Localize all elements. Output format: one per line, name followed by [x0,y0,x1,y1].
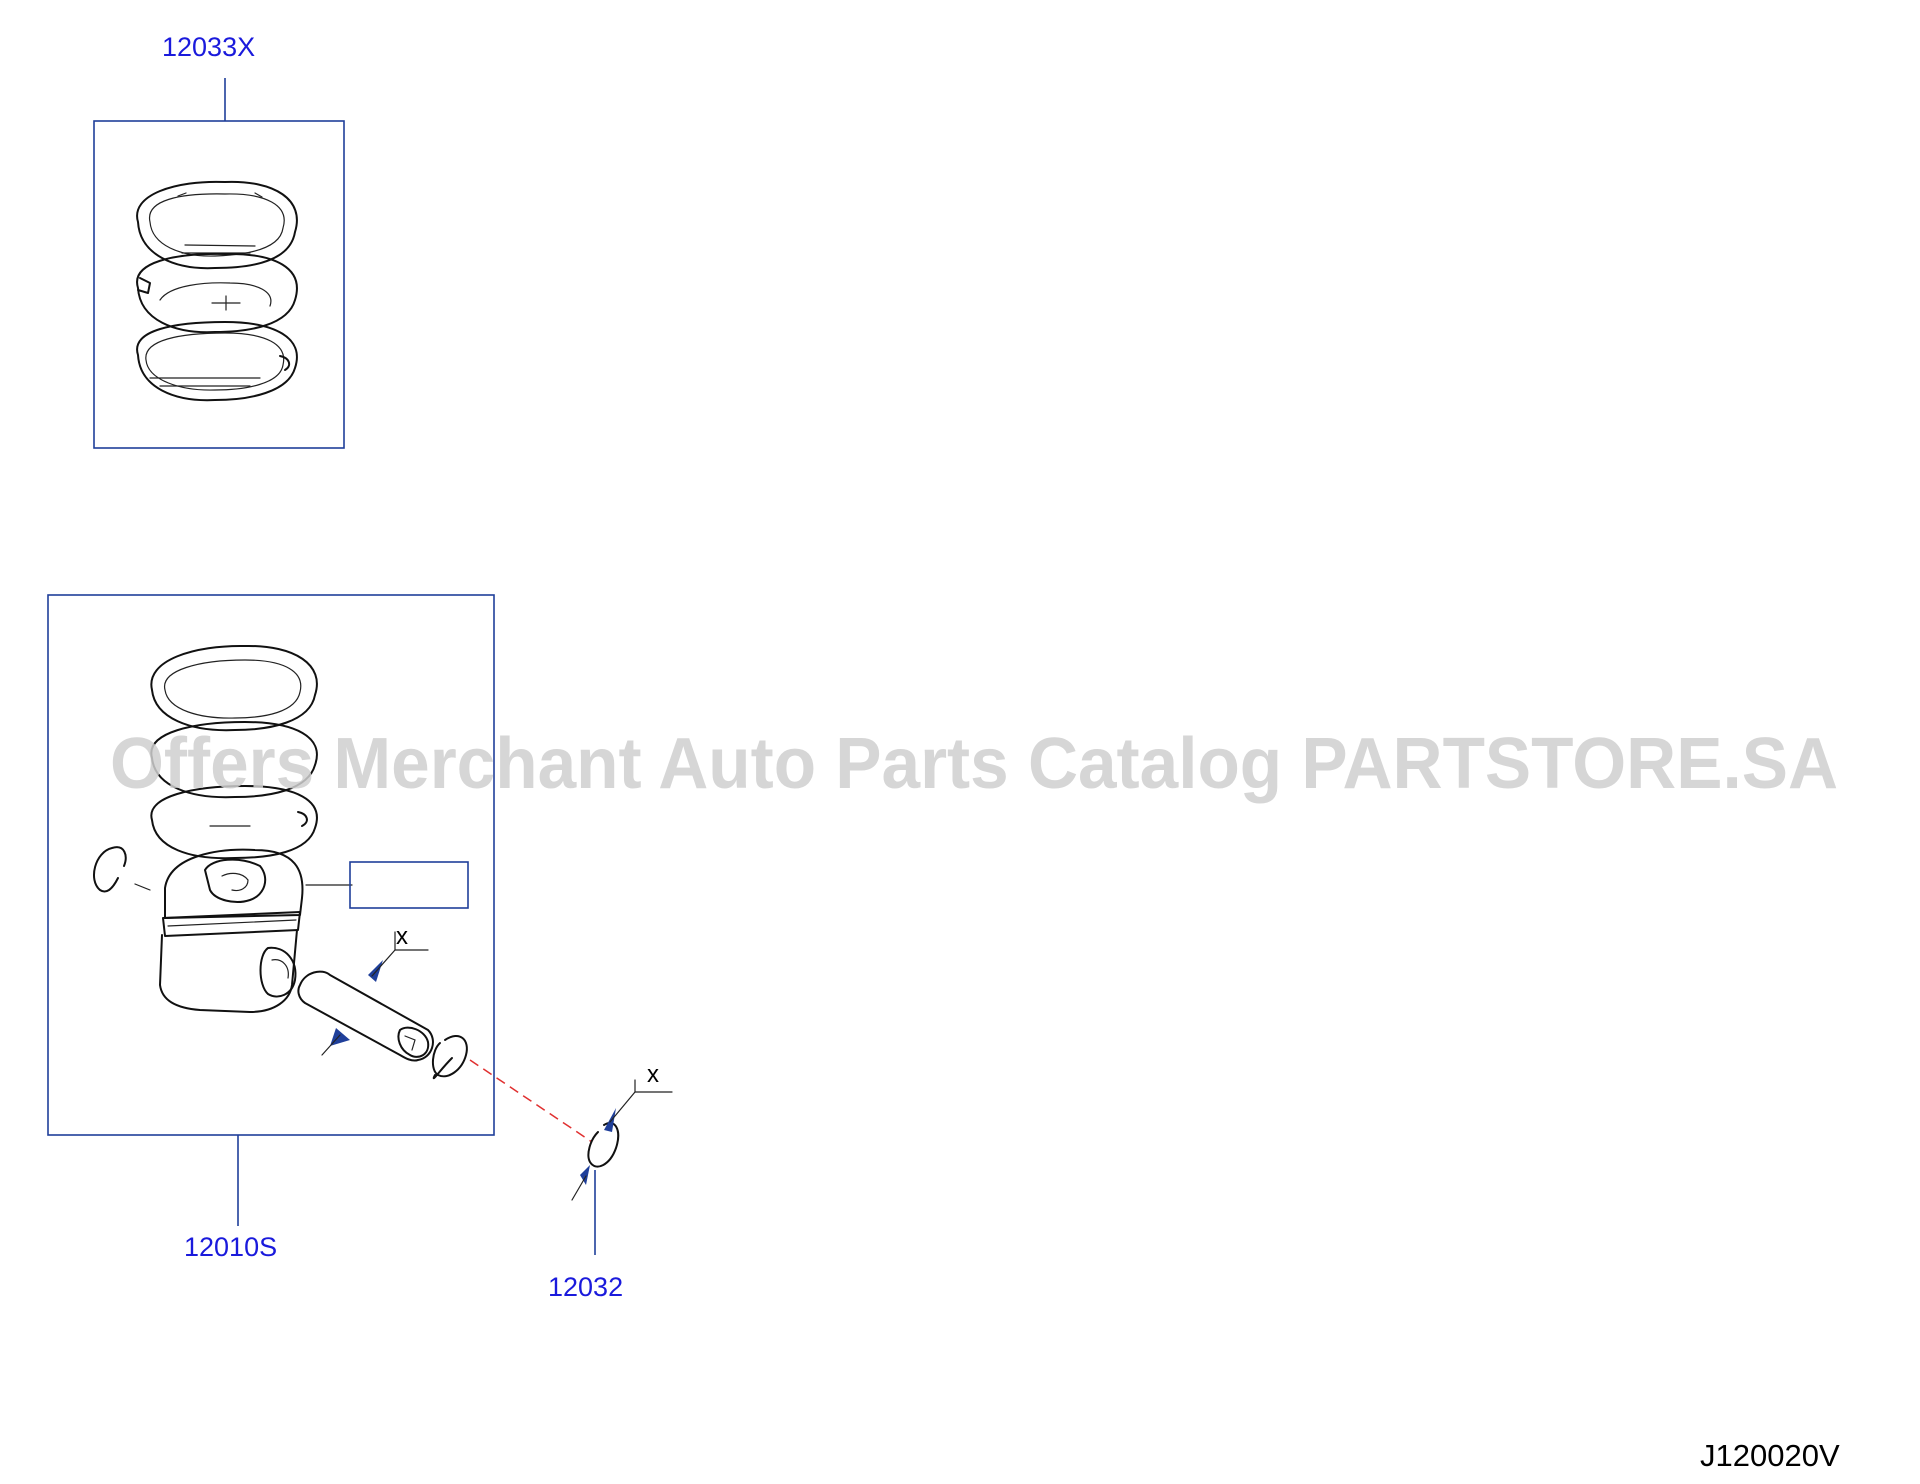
callout-12032[interactable]: 12032 [548,1272,623,1302]
ring-set-frame [93,120,345,449]
piston-assembly-frame [47,594,495,1136]
circlip-left-illustration [93,846,151,893]
assembly-dashed-line [469,1059,593,1143]
watermark-text: Offers Merchant Auto Parts Catalog PARTS… [110,724,1838,804]
pin-mark-x: x [396,923,408,950]
piston-rings-illustration [136,180,298,402]
piston-label-box [349,861,469,909]
piston-body-illustration [159,848,469,1013]
ring-set-group: 12033X [93,32,345,449]
snap-ring-group: x 12032 [469,1059,673,1302]
snap-ring-illustration [587,1122,620,1168]
callout-12033x[interactable]: 12033X [162,32,255,62]
piston-assembly-group: 12010S [47,594,495,1262]
circlip-right-illustration [432,1035,468,1080]
snap-ring-mark-x: x [647,1061,659,1088]
callout-12010s[interactable]: 12010S [184,1232,277,1262]
piston-pin-illustration: x [297,923,434,1062]
illustration-code: J120020V [1700,1438,1840,1473]
